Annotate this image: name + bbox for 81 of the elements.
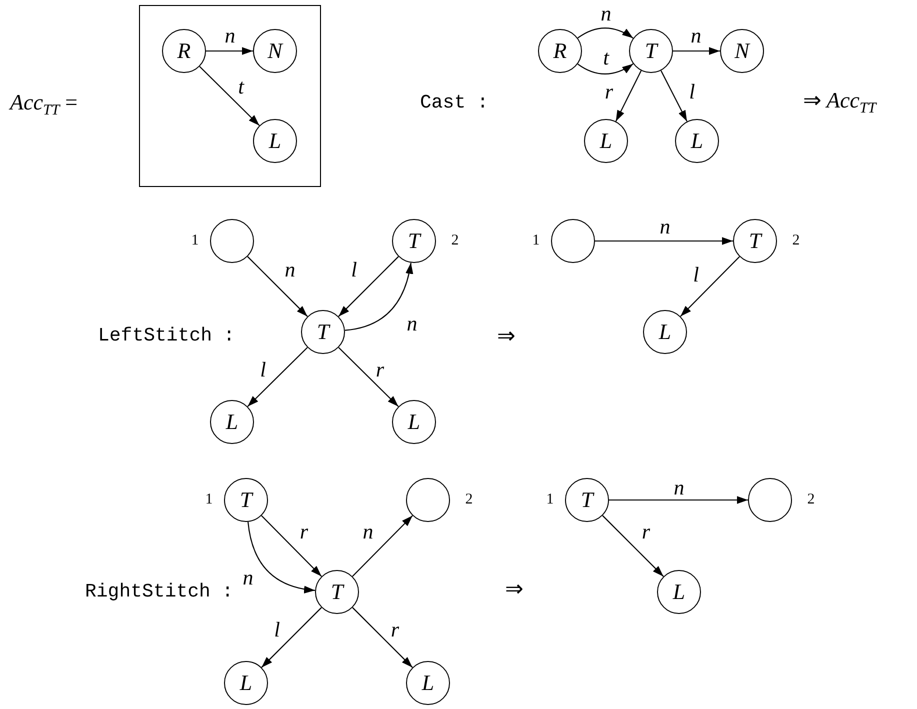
node-label: L bbox=[690, 130, 704, 152]
state-circle bbox=[162, 29, 206, 73]
node-label: N bbox=[734, 40, 750, 62]
state-circle bbox=[629, 29, 673, 73]
state-circle bbox=[733, 219, 777, 263]
arrow bbox=[338, 256, 399, 317]
node-label: L bbox=[268, 130, 282, 152]
state-circle bbox=[406, 661, 450, 705]
node-label: T bbox=[330, 581, 344, 603]
state-circle bbox=[657, 570, 701, 614]
state-circle bbox=[315, 570, 359, 614]
node-label: T bbox=[748, 230, 762, 252]
node-label: L bbox=[240, 672, 252, 694]
empty-circle bbox=[748, 478, 792, 522]
node-label: L bbox=[422, 672, 434, 694]
arrow bbox=[206, 47, 253, 55]
arrow bbox=[248, 522, 316, 593]
node-label: L bbox=[408, 411, 420, 433]
frame-box bbox=[139, 5, 321, 187]
state-circle bbox=[392, 400, 436, 444]
state-circle bbox=[675, 119, 719, 163]
port-number: 2 bbox=[465, 492, 473, 508]
port-number: 2 bbox=[807, 492, 815, 508]
port-number: 2 bbox=[792, 234, 800, 248]
formula-text: Acc$_{TT}$ = bbox=[10, 91, 78, 119]
state-circle bbox=[584, 119, 628, 163]
arrow bbox=[352, 607, 413, 668]
arrow bbox=[609, 496, 748, 504]
arrow bbox=[577, 63, 634, 74]
port-number: 1 bbox=[191, 234, 199, 248]
state-circle bbox=[253, 29, 297, 73]
state-circle bbox=[301, 310, 345, 354]
node-label: T bbox=[240, 489, 252, 511]
state-circle bbox=[224, 478, 268, 522]
rule-name: LeftStitch : bbox=[98, 326, 235, 346]
port-number: 1 bbox=[546, 492, 554, 508]
state-circle bbox=[643, 310, 687, 354]
node-label: T bbox=[408, 230, 420, 252]
rule-name: Cast : bbox=[420, 94, 488, 112]
node-label: T bbox=[316, 321, 330, 343]
node-label: N bbox=[268, 40, 282, 62]
arrow bbox=[680, 256, 740, 317]
state-circle bbox=[210, 400, 254, 444]
empty-circle bbox=[551, 219, 595, 263]
port-number: 1 bbox=[532, 234, 540, 248]
arrow bbox=[352, 515, 413, 577]
arrow bbox=[577, 28, 634, 39]
port-number: 1 bbox=[205, 492, 213, 508]
state-circle bbox=[224, 661, 268, 705]
arrow bbox=[199, 66, 260, 126]
arrow bbox=[673, 47, 720, 55]
arrow bbox=[615, 70, 642, 122]
state-circle bbox=[720, 29, 764, 73]
node-label: R bbox=[177, 40, 191, 62]
formula-text: ⇒ bbox=[505, 578, 523, 600]
port-number: 2 bbox=[451, 234, 459, 248]
arrow bbox=[344, 262, 413, 331]
node-label: L bbox=[658, 321, 672, 343]
state-circle bbox=[253, 119, 297, 163]
node-label: T bbox=[644, 40, 658, 62]
arrow bbox=[261, 515, 322, 577]
arrow bbox=[660, 70, 688, 122]
node-label: L bbox=[672, 581, 686, 603]
arrow bbox=[261, 607, 322, 668]
node-label: L bbox=[600, 130, 612, 152]
node-label: R bbox=[553, 40, 567, 62]
empty-circle bbox=[406, 478, 450, 522]
empty-circle bbox=[210, 219, 254, 263]
rule-name: RightStitch : bbox=[85, 582, 234, 602]
arrow bbox=[247, 347, 308, 407]
arrow bbox=[595, 237, 733, 245]
state-circle bbox=[538, 29, 582, 73]
node-label: L bbox=[226, 411, 238, 433]
formula-text: ⇒ Acc$_{TT}$ bbox=[803, 89, 876, 117]
formula-text: ⇒ bbox=[497, 325, 515, 347]
state-circle bbox=[565, 478, 609, 522]
arrow bbox=[602, 515, 664, 577]
arrow bbox=[247, 256, 308, 317]
state-circle bbox=[392, 219, 436, 263]
node-label: T bbox=[580, 489, 594, 511]
arrow bbox=[338, 347, 399, 407]
